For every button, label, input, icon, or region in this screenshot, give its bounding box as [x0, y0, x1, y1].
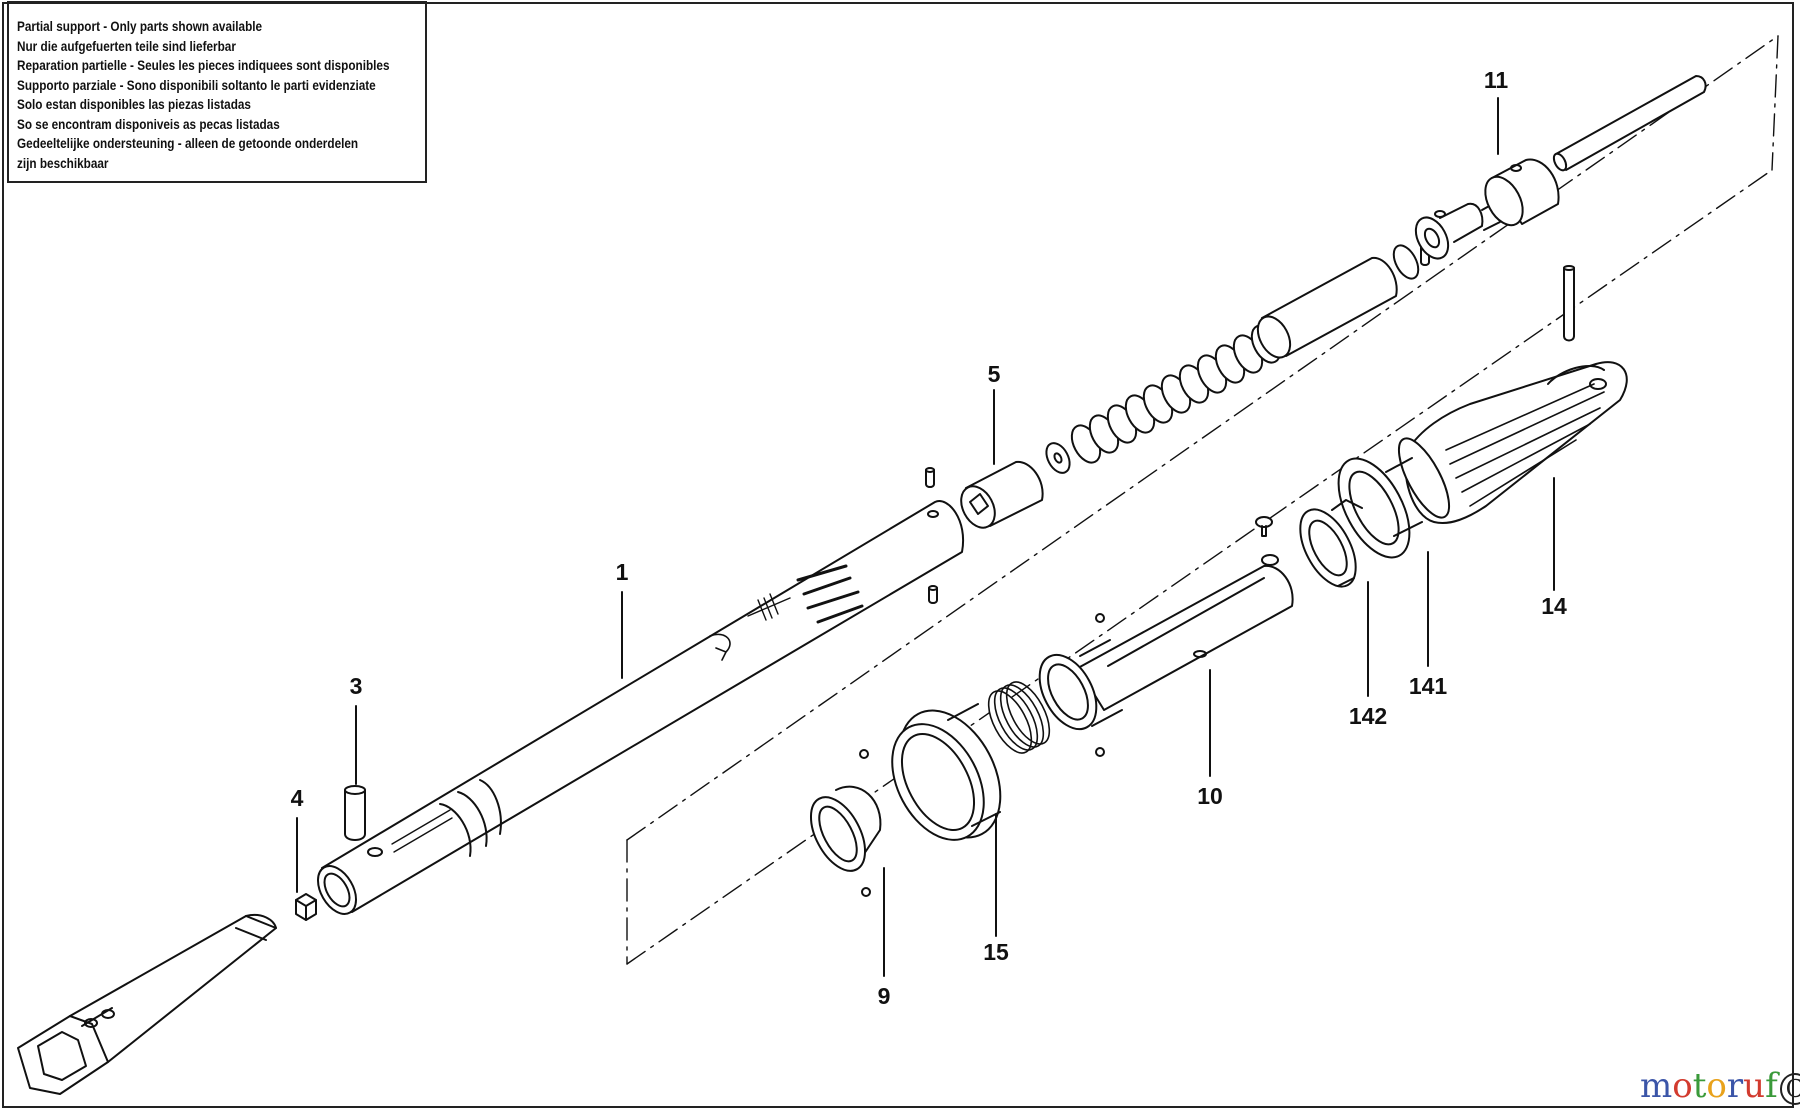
notice-line: Nur die aufgefuerten teile sind lieferba… — [17, 37, 236, 54]
part-9-end-cap — [809, 785, 882, 872]
assembly-guide-lines — [626, 35, 1779, 965]
part-3-pin — [344, 785, 366, 841]
long-rod — [1552, 75, 1707, 172]
watermark-letter: o — [1706, 1066, 1727, 1106]
notice-line: Solo estan disponibles las piezas listad… — [17, 96, 251, 112]
watermark-letter: o — [1672, 1066, 1693, 1106]
notice-line: Supporto parziale - Sono disponibili sol… — [17, 76, 376, 93]
callout-142: 142 — [1349, 703, 1387, 729]
part-142-sleeve — [1299, 499, 1363, 588]
availability-notice-box: Partial support - Only parts shown avail… — [7, 1, 427, 183]
notice-line: Gedeeltelijke ondersteuning - alleen de … — [17, 135, 359, 151]
part-5-bushing — [960, 460, 1044, 529]
callout-1: 1 — [616, 559, 629, 585]
watermark-letter: t — [1692, 1066, 1707, 1106]
callout-141: 141 — [1409, 673, 1448, 699]
small-screw — [1255, 516, 1273, 537]
part-141-collar — [1337, 457, 1423, 559]
callout-3: 3 — [350, 673, 363, 699]
notice-line: zijn beschikbaar — [17, 154, 109, 171]
vertical-pin — [1563, 265, 1575, 342]
part-10-bushing-ring — [1038, 639, 1123, 731]
callout-labels: 1 3 4 5 9 10 11 14 15 141 142 — [291, 67, 1567, 1009]
callout-5: 5 — [988, 361, 1001, 387]
spring-stack — [1070, 324, 1282, 464]
spring-guide-cylinder — [1256, 244, 1420, 359]
leader-lines — [296, 97, 1555, 977]
notice-line: So se encontram disponiveis as pecas lis… — [17, 115, 280, 132]
callout-4: 4 — [291, 785, 304, 811]
watermark-brand: motoruf — [1640, 1066, 1778, 1106]
watermark-letter: u — [1743, 1066, 1766, 1106]
watermark-letter: f — [1765, 1066, 1778, 1106]
part-1-main-tube — [317, 500, 965, 915]
callout-9: 9 — [878, 983, 891, 1009]
part-11-adjuster-head — [1414, 158, 1560, 260]
callout-11: 11 — [1484, 67, 1509, 93]
small-pins — [859, 245, 1430, 897]
callout-15: 15 — [983, 939, 1009, 965]
washer — [1045, 442, 1071, 474]
callout-14: 14 — [1541, 593, 1567, 619]
callout-10: 10 — [1197, 783, 1223, 809]
part-10-inner-tube — [1077, 554, 1294, 711]
notice-line: Reparation partielle - Seules les pieces… — [17, 57, 390, 73]
part-14-handle-grip — [1397, 361, 1628, 524]
part-4-square-block — [295, 893, 317, 921]
watermark-letter: m — [1640, 1066, 1673, 1106]
drive-adapter — [17, 914, 277, 1095]
threaded-coil — [987, 681, 1051, 754]
notice-line: Partial support - Only parts shown avail… — [17, 18, 263, 34]
part-15-ring — [891, 703, 1002, 841]
watermark-letter: r — [1726, 1066, 1744, 1106]
watermark-suffix: C — [1779, 1073, 1800, 1105]
